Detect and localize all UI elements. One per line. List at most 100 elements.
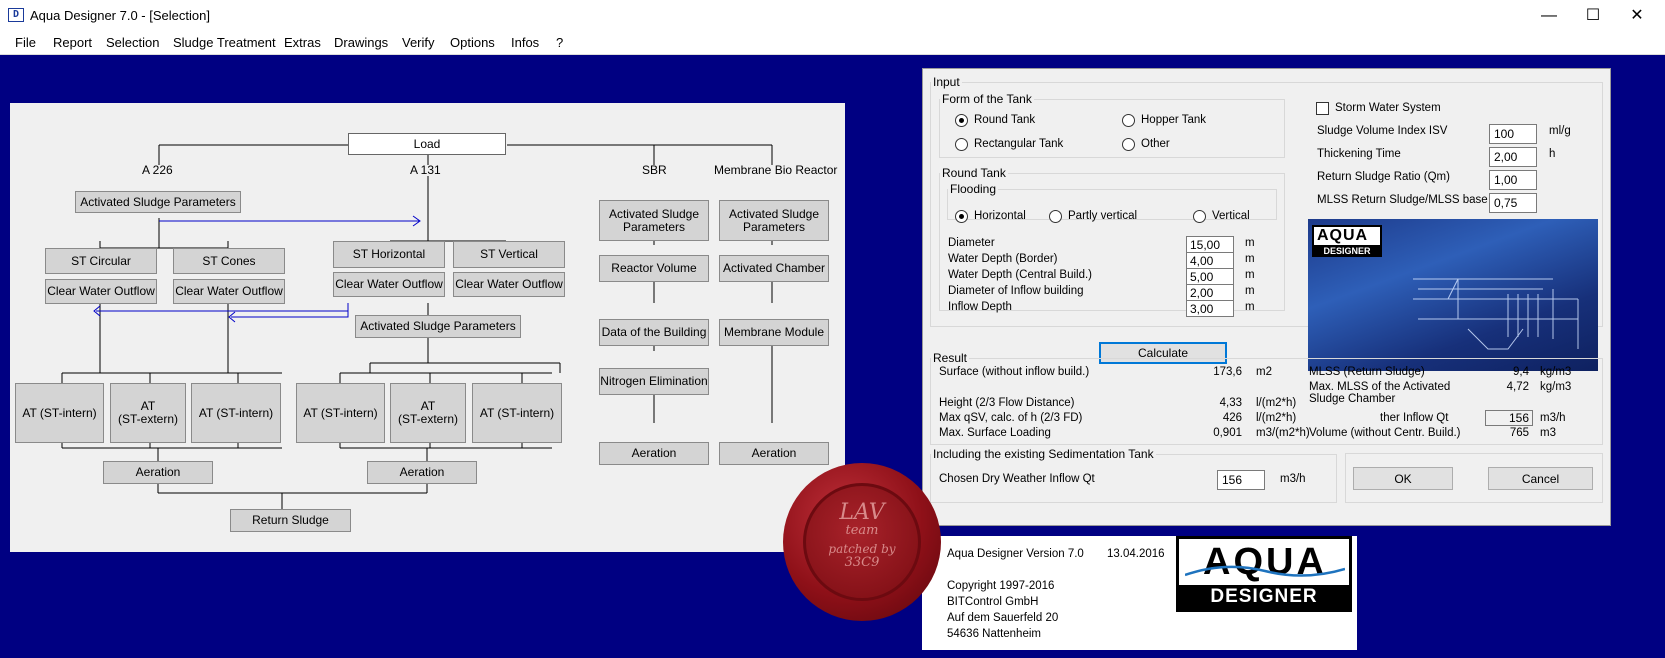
height-unit: l/(m2*h) (1256, 397, 1297, 409)
cwo-cones-button[interactable]: Clear Water Outflow (173, 279, 285, 304)
result-group: Result (930, 351, 1603, 445)
chosen-inflow-input[interactable]: 156 (1217, 470, 1265, 490)
return-sludge-ratio-input[interactable]: 1,00 (1489, 170, 1537, 190)
mlss-ratio-input[interactable]: 0,75 (1489, 193, 1537, 213)
vertical-label: Vertical (1212, 210, 1250, 222)
form-group: Form of the Tank (939, 92, 1285, 158)
max-surface-loading-label: Max. Surface Loading (939, 427, 1051, 439)
inflow-depth-label: Inflow Depth (948, 301, 1012, 313)
isv-input[interactable]: 100 (1489, 124, 1537, 144)
max-qsv-value: 426 (1222, 412, 1242, 424)
ok-button[interactable]: OK (1353, 467, 1453, 490)
sbr-reactor-volume-button[interactable]: Reactor Volume (599, 255, 709, 282)
street-text: Auf dem Sauerfeld 20 (947, 612, 1059, 624)
partly-vertical-radio[interactable] (1049, 210, 1062, 223)
thickening-time-unit: h (1549, 148, 1556, 160)
max-mlss-label: Max. MLSS of the Activated Sludge Chambe… (1309, 381, 1451, 405)
cancel-button[interactable]: Cancel (1488, 467, 1593, 490)
tank-illustration: AQUA DESIGNER (1308, 219, 1598, 371)
menu-extras[interactable]: Extras (284, 35, 321, 50)
a131-asp-button[interactable]: Activated Sludge Parameters (355, 315, 521, 338)
seal-line4: 33C9 (844, 555, 880, 570)
cwo-horizontal-button[interactable]: Clear Water Outflow (333, 272, 445, 297)
a226-asp-button[interactable]: Activated Sludge Parameters (75, 191, 241, 213)
sbr-data-building-button[interactable]: Data of the Building (599, 319, 709, 346)
menu-selection[interactable]: Selection (106, 35, 160, 50)
at-intern-button-1[interactable]: AT (ST-intern) (15, 383, 104, 443)
storm-water-checkbox[interactable] (1316, 102, 1329, 115)
sbr-asp-button[interactable]: Activated Sludge Parameters (599, 200, 709, 241)
menu-infos[interactable]: Infos (511, 35, 540, 50)
cwo-vertical-button[interactable]: Clear Water Outflow (453, 272, 565, 297)
volume-unit: m3 (1540, 427, 1556, 439)
mbr-aeration-button[interactable]: Aeration (719, 442, 829, 465)
menu-drawings[interactable]: Drawings (334, 35, 389, 50)
aeration-a131-button[interactable]: Aeration (367, 461, 477, 484)
load-node[interactable]: Load (348, 133, 506, 155)
water-depth-central-input[interactable]: 5,00 (1186, 268, 1234, 285)
inflow-depth-input[interactable]: 3,00 (1186, 300, 1234, 317)
st-circular-button[interactable]: ST Circular (45, 248, 157, 274)
input-legend: Input (933, 75, 960, 89)
mbr-activated-chamber-button[interactable]: Activated Chamber (719, 255, 829, 282)
return-sludge-ratio-label: Return Sludge Ratio (Qm) (1317, 171, 1450, 183)
diameter-input[interactable]: 15,00 (1186, 236, 1234, 253)
seal-line3: patched by (828, 542, 896, 556)
version-date: 13.04.2016 (1107, 548, 1165, 560)
sbr-aeration-button[interactable]: Aeration (599, 442, 709, 465)
inflow-depth-unit: m (1245, 301, 1255, 313)
close-icon[interactable]: ✕ (1630, 7, 1644, 24)
mlss-return-label: MLSS (Return Sludge) (1309, 366, 1425, 378)
inflow-diameter-label: Diameter of Inflow building (948, 285, 1084, 297)
inflow-qt-label: ther Inflow Qt (1380, 412, 1449, 424)
menu-verify[interactable]: Verify (402, 35, 435, 50)
aqua-logo-small-bottom: DESIGNER (1314, 245, 1380, 257)
mbr-membrane-module-button[interactable]: Membrane Module (719, 319, 829, 346)
max-qsv-label: Max qSV, calc. of h (2/3 FD) (939, 412, 1083, 424)
at-extern-button-1[interactable]: AT (ST-extern) (110, 383, 186, 443)
thickening-time-input[interactable]: 2,00 (1489, 147, 1537, 167)
mbr-label: Membrane Bio Reactor (714, 163, 838, 177)
calculate-button[interactable]: Calculate (1099, 342, 1227, 364)
other-radio[interactable] (1122, 138, 1135, 151)
diameter-unit: m (1245, 237, 1255, 249)
at-intern-button-4[interactable]: AT (ST-intern) (472, 383, 562, 443)
app-icon[interactable]: D (8, 8, 24, 22)
rect-tank-radio[interactable] (955, 138, 968, 151)
inflow-diameter-input[interactable]: 2,00 (1186, 284, 1234, 301)
a226-label: A 226 (142, 163, 173, 177)
water-depth-central-label: Water Depth (Central Build.) (948, 269, 1093, 281)
round-tank-label: Round Tank (974, 114, 1036, 126)
hopper-tank-radio[interactable] (1122, 114, 1135, 127)
maximize-icon[interactable]: ☐ (1585, 7, 1601, 24)
horizontal-radio[interactable] (955, 210, 968, 223)
menu-report[interactable]: Report (53, 35, 93, 50)
menu-sludge-treatment[interactable]: Sludge Treatment (173, 35, 276, 50)
cwo-circular-button[interactable]: Clear Water Outflow (45, 279, 157, 304)
st-horizontal-button[interactable]: ST Horizontal (333, 241, 445, 268)
aqua-logo-bottom: DESIGNER (1179, 585, 1349, 609)
aeration-a226-button[interactable]: Aeration (103, 461, 213, 484)
at-intern-button-3[interactable]: AT (ST-intern) (296, 383, 385, 443)
round-tank-radio[interactable] (955, 114, 968, 127)
minimize-icon[interactable]: — (1541, 7, 1557, 24)
max-qsv-unit: l/(m2*h) (1256, 412, 1297, 424)
vertical-radio[interactable] (1193, 210, 1206, 223)
diameter-label: Diameter (948, 237, 995, 249)
round-tank-legend: Round Tank (942, 166, 1006, 180)
return-sludge-button[interactable]: Return Sludge (230, 509, 351, 532)
water-depth-border-input[interactable]: 4,00 (1186, 252, 1234, 269)
st-vertical-button[interactable]: ST Vertical (453, 241, 565, 268)
max-mlss-value: 4,72 (1506, 381, 1529, 393)
menu-help[interactable]: ? (556, 35, 564, 50)
menu-file[interactable]: File (15, 35, 36, 50)
at-intern-button-2[interactable]: AT (ST-intern) (191, 383, 281, 443)
sbr-nitrogen-button[interactable]: Nitrogen Elimination (599, 368, 709, 395)
mbr-asp-button[interactable]: Activated Sludge Parameters (719, 200, 829, 241)
st-cones-button[interactable]: ST Cones (173, 248, 285, 274)
at-extern-button-2[interactable]: AT (ST-extern) (390, 383, 466, 443)
city-text: 54636 Nattenheim (947, 628, 1041, 640)
menu-options[interactable]: Options (450, 35, 495, 50)
height-value: 4,33 (1219, 397, 1242, 409)
sbr-label: SBR (642, 163, 667, 177)
